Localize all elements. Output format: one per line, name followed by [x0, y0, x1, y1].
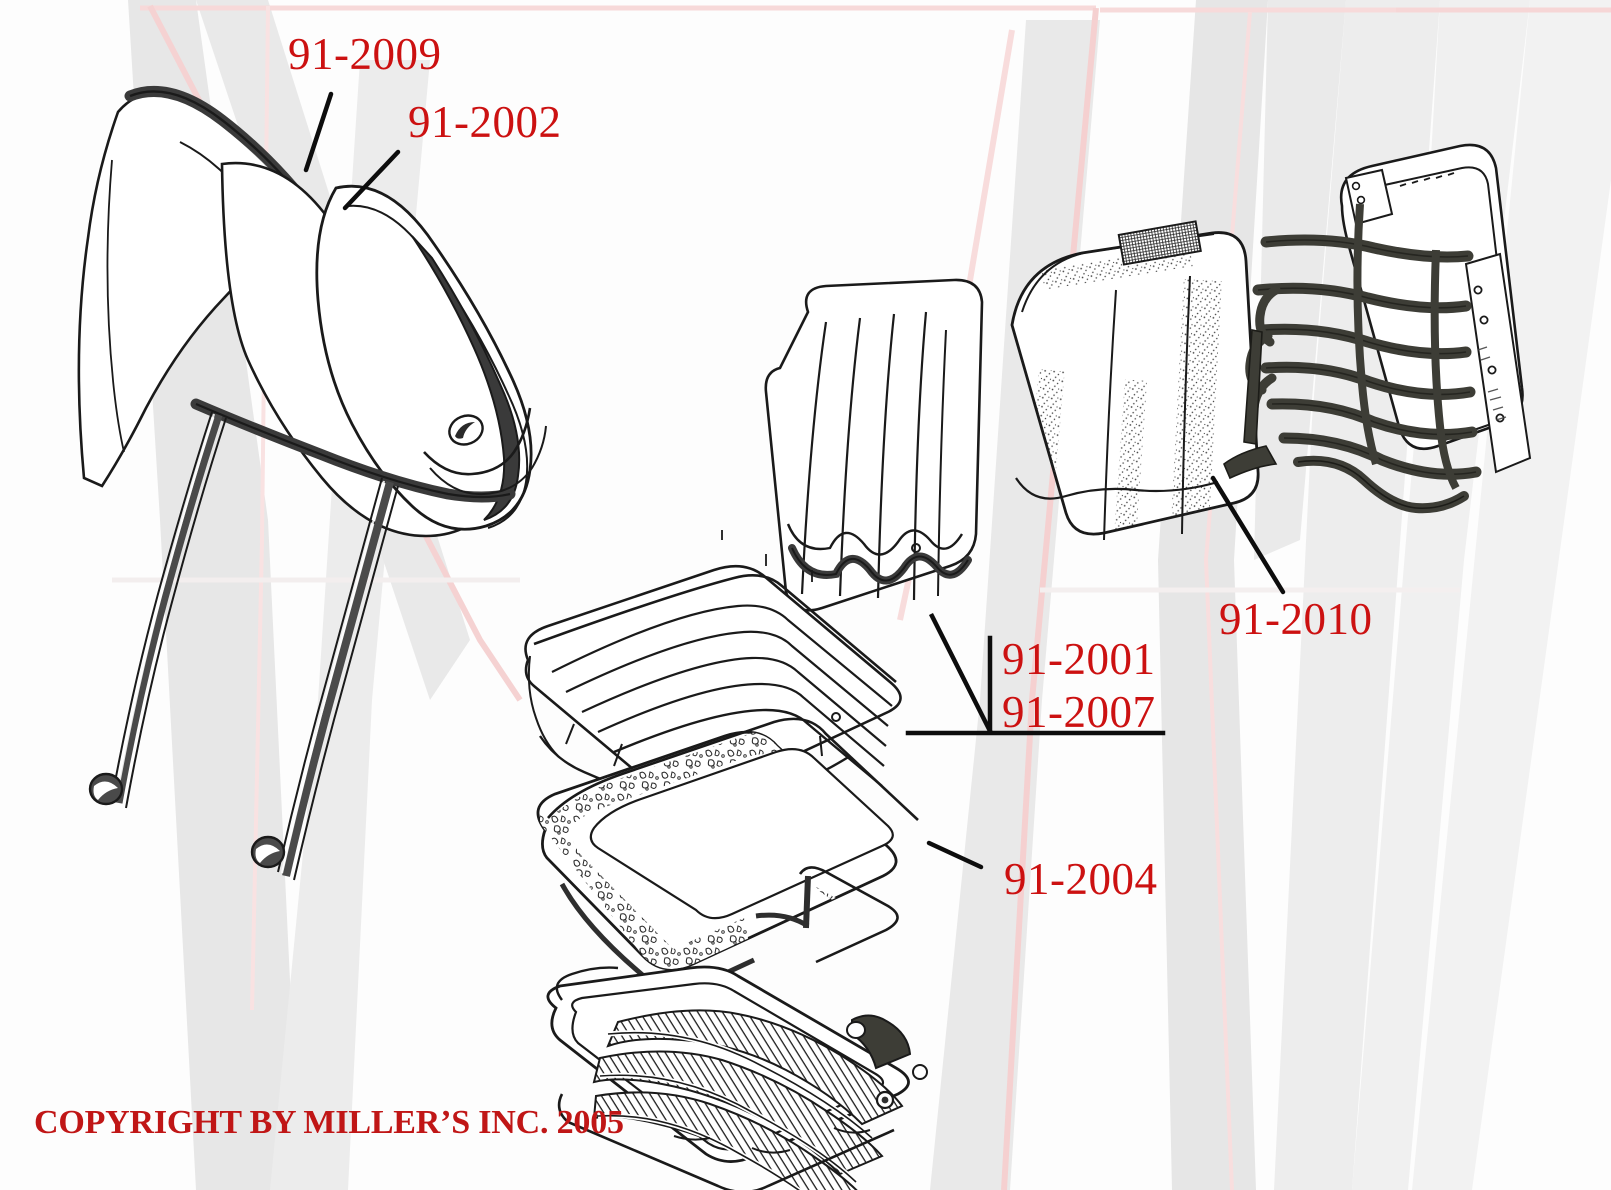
leader-91-2002 — [342, 149, 401, 211]
part-label-91-2002: 91-2002 — [408, 97, 562, 147]
part-backrest-frame — [1223, 143, 1532, 514]
copyright-notice: COPYRIGHT BY MILLER’S INC. 2005 — [34, 1104, 624, 1141]
leader-diagonal — [928, 612, 994, 735]
part-label-91-2004: 91-2004 — [1004, 854, 1158, 904]
seat-cover-eyelet — [831, 712, 841, 722]
velcro-strip — [1117, 220, 1202, 266]
leader-91-2004 — [926, 840, 984, 870]
leader-lines — [303, 91, 1286, 870]
frame-vertical-wires — [1353, 203, 1460, 490]
pan-hinge-pivot — [846, 1021, 866, 1039]
leader-91-2010 — [1210, 475, 1286, 595]
part-label-91-2009: 91-2009 — [288, 29, 442, 79]
part-label-91-2001: 91-2001 — [1002, 634, 1156, 684]
leader-91-2009 — [303, 91, 334, 173]
part-seat-spring-pan — [546, 965, 928, 1190]
pan-bolt-hole-2 — [912, 1064, 928, 1080]
part-label-91-2010: 91-2010 — [1219, 594, 1373, 644]
part-label-91-2007: 91-2007 — [1002, 687, 1156, 737]
part-backrest-cushion-cover — [721, 278, 984, 612]
backrest-cover-eyelet — [911, 543, 921, 553]
part-seat-cushion-cover — [524, 564, 902, 804]
headrest-posts — [88, 411, 399, 881]
bracket-91-2001-91-2007 — [905, 612, 1166, 736]
part-backrest-foam-pad — [1010, 220, 1260, 541]
part-seat-foam-pad — [536, 717, 919, 993]
part-headrest-assembly — [77, 85, 547, 881]
